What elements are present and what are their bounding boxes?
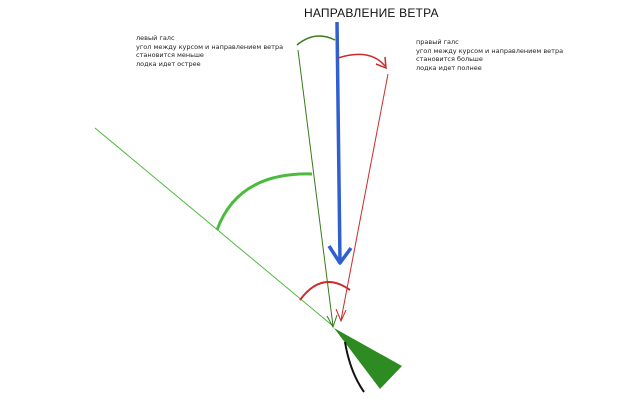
red-angle-arc [299, 281, 351, 301]
right-tack-note: правый галс угол между курсом и направле… [416, 38, 563, 72]
red-arc-top [337, 53, 386, 67]
left-note-line-1: левый галс [136, 34, 175, 42]
left-note-line-2: угол между курсом и направлением ветра [136, 42, 284, 51]
left-note-line-4: лодка идет острее [136, 59, 201, 68]
course-line-green-steep [297, 49, 334, 327]
course-line-red [340, 73, 389, 321]
green-line-arrowhead [326, 314, 338, 329]
rudder-line [344, 341, 365, 393]
wind-direction-title: НАПРАВЛЕНИЕ ВЕТРА [304, 6, 439, 20]
red-line-arrowhead [335, 308, 347, 323]
green-arc-top [296, 35, 336, 46]
right-note-line-2: угол между курсом и направлением ветра [416, 46, 564, 55]
left-note-line-3: становится меньше [136, 51, 204, 59]
right-note-line-1: правый галс [416, 38, 459, 46]
wind-arrow-shaft [335, 21, 342, 263]
course-line-green-long [94, 127, 334, 327]
boat-icon [334, 328, 402, 389]
green-angle-arc [215, 172, 313, 231]
right-note-line-4: лодка идет полнее [416, 63, 482, 72]
red-arc-top-arrowhead [375, 56, 387, 70]
left-tack-note: левый галс угол между курсом и направлен… [136, 34, 283, 68]
right-note-line-3: становится больше [416, 55, 483, 63]
wind-arrow-icon [327, 245, 353, 265]
